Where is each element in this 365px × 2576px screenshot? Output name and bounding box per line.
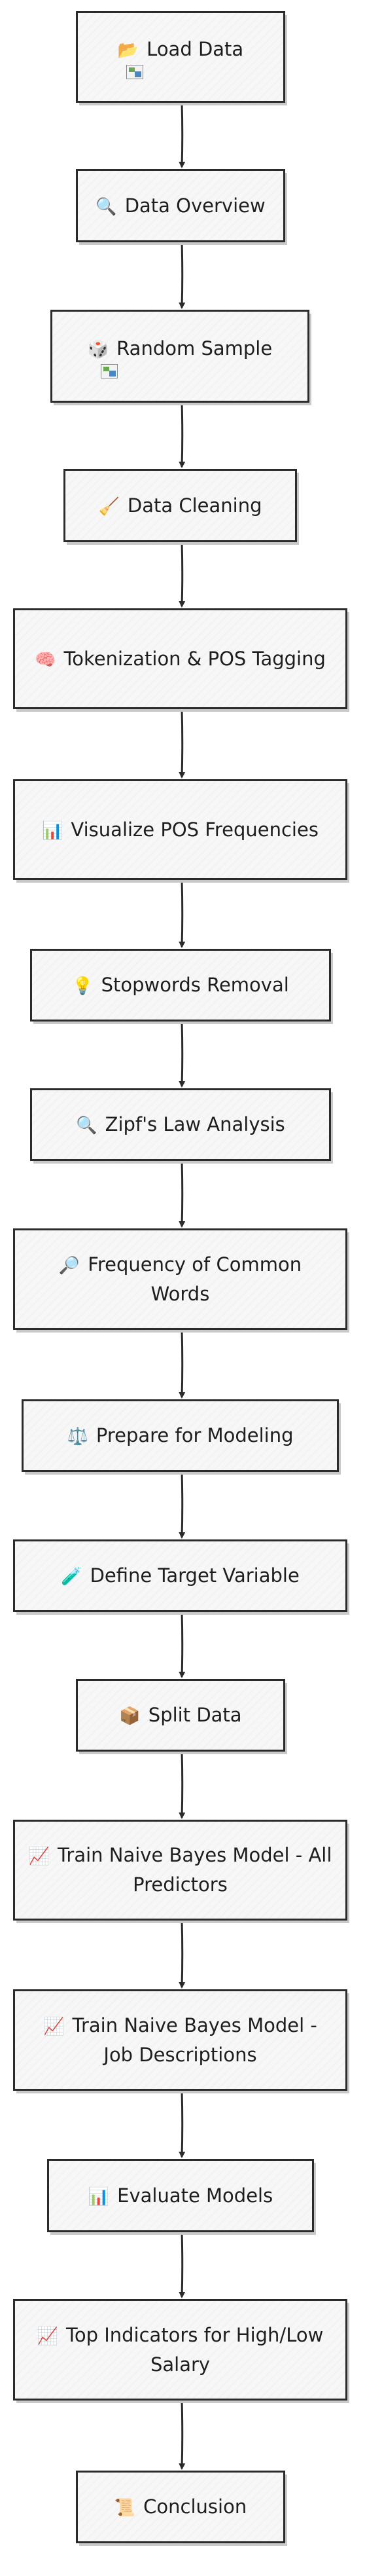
node-emoji-icon: 🧹 bbox=[98, 496, 120, 517]
node-emoji-icon: 🔎 bbox=[58, 1255, 80, 1276]
node-label: Random Sample bbox=[116, 337, 273, 359]
node-label: Conclusion bbox=[143, 2495, 247, 2518]
node-label: Prepare for Modeling bbox=[96, 1424, 294, 1447]
node-text: 🔍 Data Overview bbox=[96, 191, 265, 221]
node-text: 📈 Train Naive Bayes Model - All Predictor… bbox=[27, 1841, 334, 1900]
node-text: 🧠 Tokenization & POS Tagging bbox=[35, 644, 326, 674]
node-text: 🧪 Define Target Variable bbox=[61, 1561, 300, 1591]
node-text: 💡 Stopwords Removal bbox=[72, 970, 289, 1000]
flow-node-nb-desc: 📈 Train Naive Bayes Model - Job Descripti… bbox=[13, 1989, 347, 2091]
flow-node-nb-all: 📈 Train Naive Bayes Model - All Predictor… bbox=[13, 1820, 347, 1921]
node-text: 📂 Load Data bbox=[118, 35, 243, 64]
flow-node-tokenize: 🧠 Tokenization & POS Tagging bbox=[13, 608, 347, 709]
flow-node-evaluate: 📊 Evaluate Models bbox=[47, 2159, 314, 2232]
flow-node-target: 🧪 Define Target Variable bbox=[13, 1539, 347, 1612]
node-emoji-icon: 💡 bbox=[72, 976, 94, 997]
broken-image-icon bbox=[101, 364, 118, 379]
node-emoji-icon: 📊 bbox=[42, 820, 63, 841]
node-emoji-icon: 🔍 bbox=[96, 196, 117, 217]
node-emoji-icon: ⚖️ bbox=[67, 1427, 88, 1447]
node-emoji-icon: 📈 bbox=[28, 1847, 50, 1867]
node-label: Data Overview bbox=[124, 194, 266, 217]
node-emoji-icon: 🔍 bbox=[76, 1116, 97, 1136]
flow-node-load: 📂 Load Data bbox=[76, 11, 285, 103]
node-label: Split Data bbox=[148, 1704, 242, 1727]
node-label: Tokenization & POS Tagging bbox=[63, 647, 326, 670]
node-text: 📊 Evaluate Models bbox=[88, 2181, 273, 2211]
flow-node-stopwords: 💡 Stopwords Removal bbox=[30, 949, 331, 1021]
node-label: Train Naive Bayes Model - Job Descriptio… bbox=[72, 2014, 317, 2066]
flow-node-split: 📦 Split Data bbox=[76, 1679, 285, 1752]
node-text: 🔍 Zipf's Law Analysis bbox=[76, 1110, 285, 1139]
node-emoji-icon: 📂 bbox=[117, 40, 139, 60]
node-emoji-icon: 📊 bbox=[88, 2186, 110, 2207]
flow-node-freq: 🔎 Frequency of Common Words bbox=[13, 1228, 347, 1330]
node-label: Evaluate Models bbox=[117, 2184, 273, 2207]
flow-node-conclusion: 📜 Conclusion bbox=[76, 2471, 285, 2543]
broken-image-icon bbox=[126, 65, 143, 80]
node-text: 📊 Visualize POS Frequencies bbox=[42, 815, 319, 845]
flow-node-indicators: 📈 Top Indicators for High/Low Salary bbox=[13, 2299, 347, 2401]
node-text: 🔎 Frequency of Common Words bbox=[27, 1250, 334, 1309]
node-label: Frequency of Common Words bbox=[88, 1253, 302, 1305]
node-emoji-icon: 🧠 bbox=[35, 650, 56, 670]
node-emoji-icon: 📜 bbox=[114, 2498, 136, 2518]
node-text: 📈 Train Naive Bayes Model - Job Descripti… bbox=[27, 2011, 334, 2070]
node-label: Train Naive Bayes Model - All Predictors bbox=[57, 1844, 332, 1896]
node-text: 🎲 Random Sample bbox=[88, 334, 272, 363]
node-label: Load Data bbox=[147, 37, 244, 60]
node-emoji-icon: 📦 bbox=[119, 1706, 141, 1727]
node-emoji-icon: 📈 bbox=[37, 2326, 59, 2346]
node-label: Zipf's Law Analysis bbox=[105, 1113, 285, 1136]
node-text: 📦 Split Data bbox=[119, 1701, 241, 1730]
flow-node-cleaning: 🧹 Data Cleaning bbox=[63, 469, 297, 542]
node-label: Data Cleaning bbox=[127, 494, 262, 517]
node-text: ⚖️ Prepare for Modeling bbox=[67, 1421, 293, 1450]
node-emoji-icon: 📈 bbox=[43, 2016, 65, 2036]
flow-node-overview: 🔍 Data Overview bbox=[76, 169, 285, 242]
node-text: 🧹 Data Cleaning bbox=[99, 491, 262, 521]
flow-node-zipf: 🔍 Zipf's Law Analysis bbox=[30, 1088, 331, 1161]
node-emoji-icon: 🎲 bbox=[87, 339, 109, 359]
flow-node-sample: 🎲 Random Sample bbox=[50, 310, 309, 403]
node-label: Visualize POS Frequencies bbox=[71, 818, 319, 841]
node-text: 📈 Top Indicators for High/Low Salary bbox=[27, 2321, 334, 2380]
node-label: Stopwords Removal bbox=[101, 974, 289, 997]
node-label: Define Target Variable bbox=[90, 1564, 300, 1587]
node-text: 📜 Conclusion bbox=[114, 2492, 247, 2522]
flow-node-prepare: ⚖️ Prepare for Modeling bbox=[22, 1399, 339, 1472]
node-emoji-icon: 🧪 bbox=[61, 1567, 82, 1587]
flow-node-viz-pos: 📊 Visualize POS Frequencies bbox=[13, 779, 347, 880]
node-label: Top Indicators for High/Low Salary bbox=[66, 2323, 324, 2376]
